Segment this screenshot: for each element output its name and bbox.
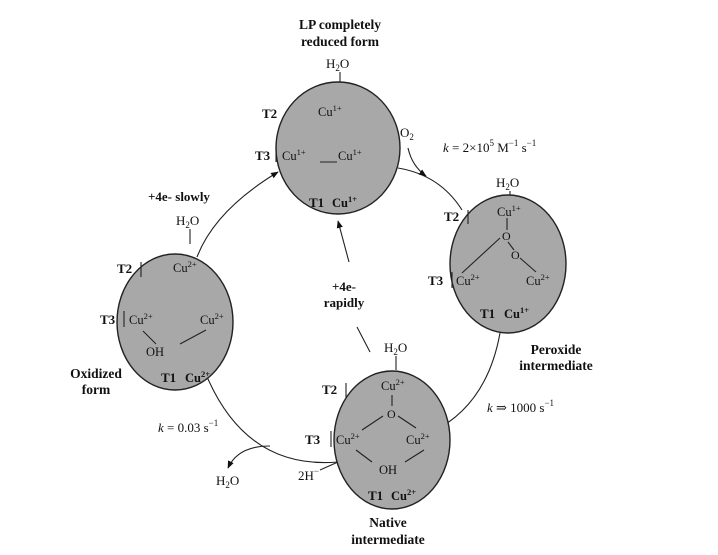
native-cu-t3-left: Cu2+ — [336, 431, 360, 447]
native-t1-label: T1 — [368, 488, 383, 503]
peroxide-node: H2O T2 Cu1+ O O T3 Cu2+ Cu2+ T1 Cu1+ Per… — [428, 175, 593, 373]
native-cu-oh-right-bond — [404, 449, 425, 463]
reduced-t1-label: T1 — [309, 195, 324, 210]
peroxide-ellipse — [449, 194, 567, 334]
reduced-water: H2O — [326, 56, 349, 73]
reduced-t3-label: T3 — [255, 148, 271, 163]
oxidized-node: H2O T2 Cu2+ T3 Cu2+ Cu2+ OH T1 Cu2+ Oxid… — [70, 213, 234, 397]
native-label-line2: intermediate — [351, 532, 424, 547]
peroxide-t2-label: T2 — [444, 209, 459, 224]
native-cu-t2: Cu2+ — [381, 377, 405, 393]
native-o: O — [387, 407, 396, 421]
oxidized-cu-oh-left-bond — [142, 330, 157, 345]
peroxide-cu-t2: Cu1+ — [497, 203, 521, 219]
peroxide-t3-label: T3 — [428, 273, 444, 288]
native-t2-label: T2 — [322, 382, 337, 397]
native-cu-t1: Cu2+ — [391, 487, 416, 503]
oxidized-t3-label: T3 — [100, 312, 116, 327]
reduced-cu-t2: Cu1+ — [318, 103, 342, 119]
peroxide-cu-t3-right: Cu2+ — [526, 272, 550, 288]
lp-reduced-node: LP completely reduced form H2O T2 Cu1+ T… — [255, 17, 401, 215]
peroxide-o2: O — [511, 248, 520, 262]
peroxide-label-line2: intermediate — [519, 358, 592, 373]
native-ellipse — [333, 370, 451, 510]
reduced-title-line1: LP completely — [299, 17, 381, 32]
arrow-native-to-reduced-rapid — [336, 220, 350, 263]
peroxide-t1-label: T1 — [480, 306, 495, 321]
oxidized-ellipse — [116, 253, 234, 391]
native-t3-label: T3 — [305, 432, 321, 447]
oxidized-cu-t3-right: Cu2+ — [200, 311, 224, 327]
oxidized-label-line2: form — [82, 382, 111, 397]
peroxide-o1: O — [502, 229, 511, 243]
rapid-reduction-label-line1: +4e- — [332, 279, 356, 294]
peroxide-cu-t1: Cu1+ — [504, 305, 529, 321]
native-oh: OH — [379, 463, 397, 477]
rate-constant-o2: k = 2×105 M−1 s−1 — [443, 138, 536, 155]
oxidized-label-line1: Oxidized — [70, 366, 122, 381]
peroxide-water: H2O — [496, 175, 519, 192]
peroxide-label-line1: Peroxide — [531, 342, 582, 357]
native-cu-oh-left-bond — [355, 449, 373, 463]
native-water: H2O — [384, 340, 407, 357]
oxidized-cu-t3-left: Cu2+ — [129, 311, 153, 327]
reduced-cu-t3-left: Cu1+ — [282, 147, 306, 163]
native-o-cu-left-bond — [361, 415, 384, 431]
rapid-path-lower — [356, 326, 371, 353]
native-node: H2O T2 Cu2+ O T3 Cu2+ Cu2+ OH T1 Cu2+ Na… — [305, 340, 451, 547]
peroxide-cu-t3-left: Cu2+ — [456, 272, 480, 288]
native-o-cu-right-bond — [397, 415, 417, 429]
arrow-native-to-oxidized — [204, 371, 339, 464]
peroxide-o-o-bond — [507, 241, 515, 251]
reduced-title-line2: reduced form — [301, 34, 380, 49]
peroxide-o-cu-right-bond — [519, 257, 537, 273]
slow-reduction-label: +4e- slowly — [148, 189, 210, 204]
rapid-reduction-label-line2: rapidly — [324, 295, 365, 310]
water-out-label: H2O — [216, 473, 239, 490]
reduced-cu-t3-right: Cu1+ — [338, 147, 362, 163]
oxidized-t1-label: T1 — [161, 370, 176, 385]
oxidized-oh: OH — [146, 345, 164, 359]
reduced-t2-label: T2 — [262, 106, 277, 121]
proton-input-line — [319, 461, 339, 471]
oxidized-cu-t1: Cu2+ — [185, 369, 210, 385]
rate-constant-native: k = 0.03 s−1 — [158, 418, 218, 435]
proton-label: 2H− — [298, 466, 319, 483]
water-release-arrow — [227, 445, 271, 469]
native-label-line1: Native — [369, 515, 407, 530]
oxidized-cu-t2: Cu2+ — [173, 259, 197, 275]
arrow-oxidized-to-reduced-slow — [196, 171, 279, 258]
o2-label: O2 — [400, 125, 414, 142]
reduced-ellipse — [275, 81, 401, 215]
arrow-reduced-to-peroxide — [397, 167, 463, 211]
reduced-cu-t1: Cu1+ — [332, 194, 357, 210]
peroxide-o-cu-left-bond — [461, 237, 501, 274]
rate-constant-peroxide: k ⇒ 1000 s−1 — [487, 398, 554, 415]
oxidized-water: H2O — [176, 213, 199, 230]
native-cu-t3-right: Cu2+ — [406, 431, 430, 447]
oxidized-t2-label: T2 — [117, 261, 132, 276]
o2-entry-arrow — [407, 147, 427, 177]
oxidized-cu-oh-right-bond — [179, 329, 207, 345]
